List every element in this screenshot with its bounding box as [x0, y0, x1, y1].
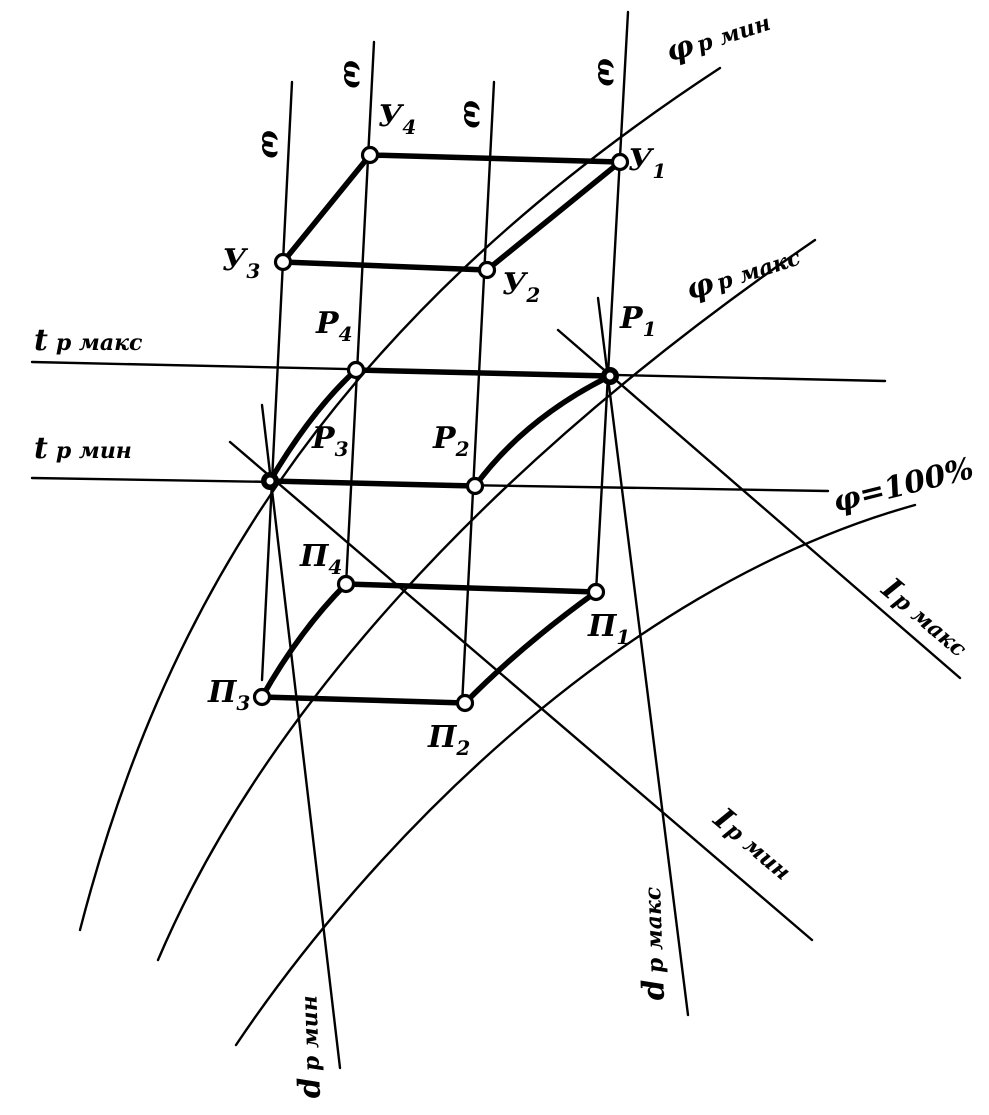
omega-line-3	[460, 80, 496, 707]
enthalpy-line-i-r-max	[556, 328, 962, 680]
humidity-curve-phi-r-max	[156, 238, 817, 962]
point-n1	[586, 582, 606, 602]
label-omega-2: ω	[336, 60, 371, 89]
point-n3	[252, 687, 272, 707]
label-d-r-max: dр макс	[633, 886, 672, 1001]
point-n2	[455, 693, 475, 713]
zone-n-boundary	[259, 581, 599, 706]
point-p2	[465, 476, 485, 496]
label-p3: Р3	[311, 421, 349, 461]
label-d-r-min: dр мин	[289, 995, 328, 1099]
label-n4: П4	[299, 539, 342, 579]
label-omega-1: ω	[254, 130, 289, 159]
omega-line-4	[594, 10, 630, 594]
zone-y-boundary	[280, 152, 623, 273]
point-y2	[477, 260, 497, 280]
point-n4	[336, 574, 356, 594]
label-p4: Р4	[315, 306, 352, 346]
label-phi-r-min: φр мин	[662, 3, 775, 69]
omega-line-2	[344, 40, 376, 587]
label-y1: У1	[628, 143, 666, 183]
label-phi-r-max: φр макс	[682, 238, 805, 308]
label-y4: У4	[378, 99, 416, 139]
omega-line-1	[260, 80, 294, 682]
point-y3	[273, 252, 293, 272]
label-n3: П3	[207, 675, 250, 715]
moisture-line-d-r-min	[260, 403, 342, 1070]
humidity-curve-phi-100	[234, 503, 917, 1047]
label-y3: У3	[222, 243, 260, 283]
label-omega-3: ω	[456, 100, 491, 129]
label-omega-4: ω	[590, 58, 625, 87]
point-p4	[346, 360, 366, 380]
label-y2: У2	[502, 267, 540, 307]
moisture-line-d-r-max	[596, 296, 690, 1017]
label-n1: П1	[587, 609, 630, 649]
point-y4	[360, 145, 380, 165]
label-p1: Р1	[619, 301, 656, 341]
enthalpy-line-i-r-min	[228, 440, 814, 942]
label-n2: П2	[427, 720, 470, 760]
label-i-r-min: Iр мин	[706, 801, 800, 888]
point-y1	[610, 152, 630, 172]
label-p2: Р2	[432, 421, 470, 461]
